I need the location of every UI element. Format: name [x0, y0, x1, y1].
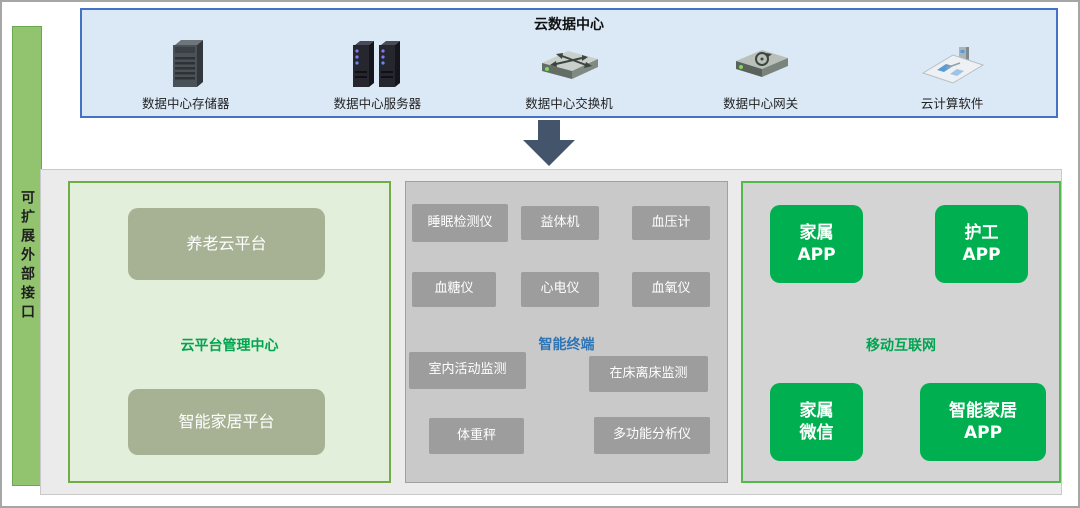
external-interface-bar: 可扩展外部接口: [12, 26, 42, 486]
bottom-container: 养老云平台 云平台管理中心 智能家居平台 睡眠检测仪 益体机 血压计 血糖仪 心…: [40, 169, 1062, 495]
smart-home-app-node: 智能家居 APP: [920, 383, 1046, 461]
cloud-item-storage: 数据中心存储器: [90, 34, 282, 118]
gateway-icon: [726, 34, 796, 91]
blood-pressure-node: 血压计: [632, 206, 710, 240]
terminals-panel-title: 智能终端: [538, 337, 595, 353]
family-wechat-node: 家属 微信: [770, 383, 863, 461]
caregiver-app-node: 护工 APP: [935, 205, 1028, 283]
down-arrow-head: [523, 140, 575, 166]
blood-oxygen-node: 血氧仪: [632, 272, 710, 307]
storage-icon: [159, 34, 213, 91]
switch-label: 数据中心交换机: [525, 96, 613, 111]
server-label: 数据中心服务器: [333, 96, 422, 111]
cloud-data-center-box: 云数据中心 数据中心存储器: [80, 8, 1058, 118]
blood-glucose-node: 血糖仪: [412, 272, 496, 307]
weight-scale-node: 体重秤: [429, 418, 524, 454]
external-interface-label: 可扩展外部接口: [19, 189, 35, 323]
mobile-internet-panel: 家属 APP 护工 APP 移动互联网 家属 微信 智能家居 APP: [741, 181, 1061, 483]
cloud-item-server: 数据中心服务器: [282, 34, 474, 118]
down-arrow-stem: [538, 120, 560, 140]
server-icon: [345, 34, 409, 91]
family-app-node: 家属 APP: [770, 205, 863, 283]
multi-analyzer-node: 多功能分析仪: [594, 417, 710, 454]
bed-monitor-node: 在床离床监测: [589, 356, 708, 392]
cloud-items-row: 数据中心存储器: [82, 34, 1056, 118]
yiti-machine-node: 益体机: [521, 206, 599, 240]
cloud-data-center-title: 云数据中心: [534, 17, 604, 33]
platform-panel-title: 云平台管理中心: [180, 338, 279, 354]
cloud-software-label: 云计算软件: [920, 96, 984, 111]
cloud-item-switch: 数据中心交换机: [473, 34, 665, 118]
ecg-node: 心电仪: [521, 272, 599, 307]
cloud-software-icon: [917, 34, 987, 91]
indoor-activity-node: 室内活动监测: [409, 352, 526, 389]
gateway-label: 数据中心网关: [723, 96, 799, 111]
elderly-cloud-platform-node: 养老云平台: [128, 208, 325, 280]
smart-home-platform-node: 智能家居平台: [128, 389, 325, 455]
mobile-panel-title: 移动互联网: [866, 338, 936, 354]
cloud-item-software: 云计算软件: [856, 34, 1048, 118]
cloud-item-gateway: 数据中心网关: [665, 34, 857, 118]
down-arrow: [523, 120, 575, 166]
storage-label: 数据中心存储器: [142, 96, 230, 111]
switch-icon: [534, 34, 604, 91]
sleep-monitor-node: 睡眠检测仪: [412, 204, 508, 242]
smart-terminal-panel: 睡眠检测仪 益体机 血压计 血糖仪 心电仪 血氧仪 智能终端 室内活动监测 在床…: [405, 181, 728, 483]
cloud-platform-panel: 养老云平台 云平台管理中心 智能家居平台: [68, 181, 391, 483]
